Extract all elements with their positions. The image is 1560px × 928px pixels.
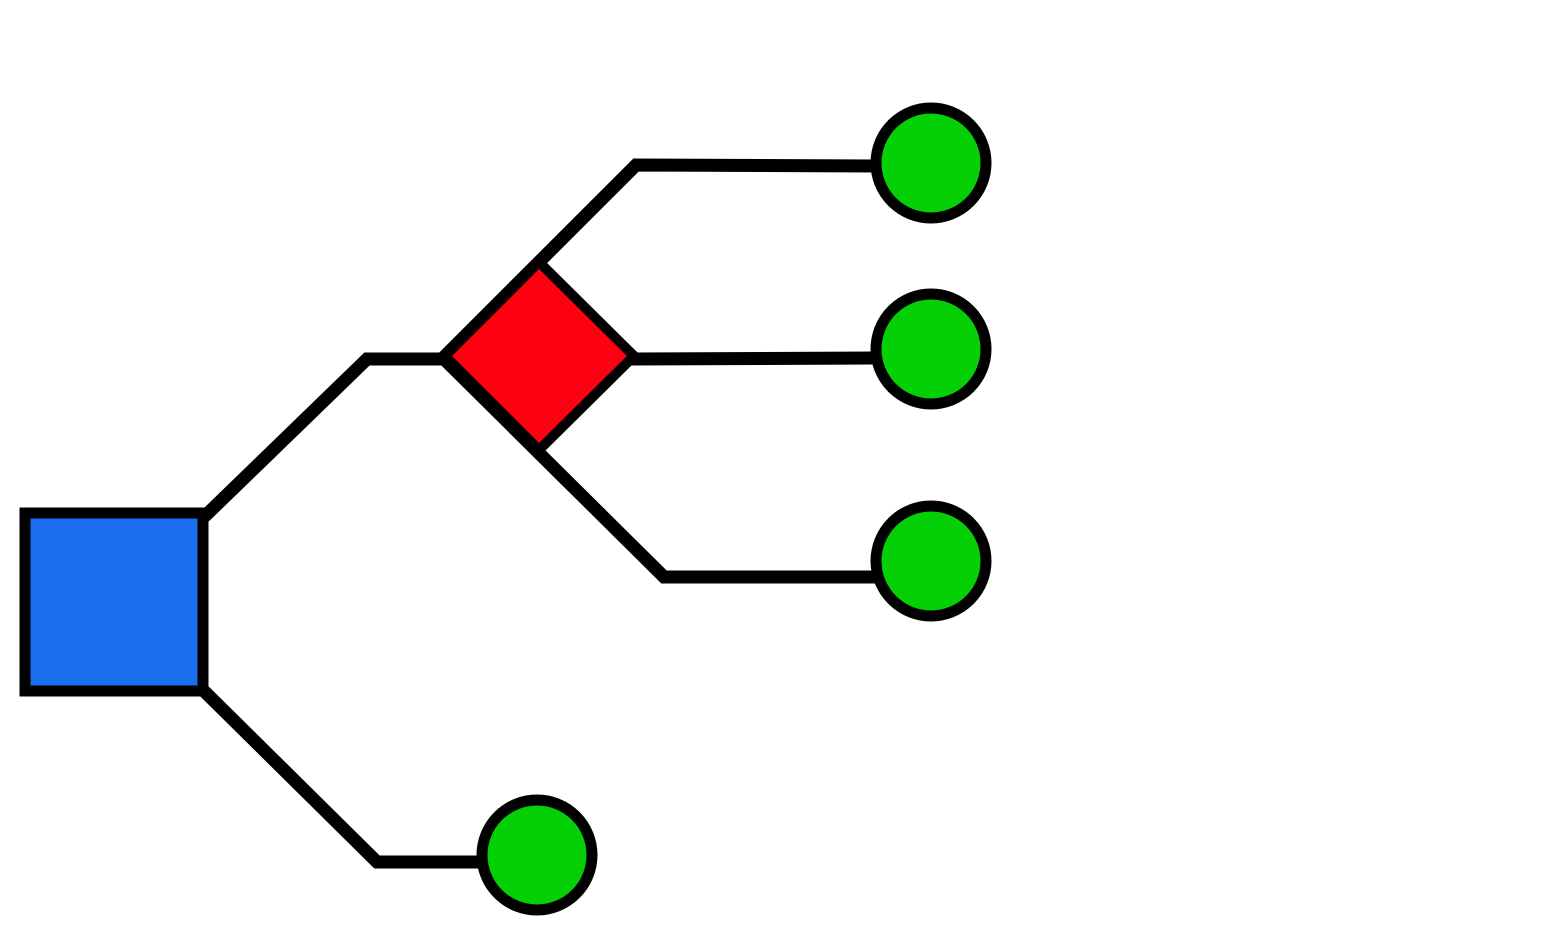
chance-node-diamond <box>437 254 642 458</box>
branch-chance-to-end-2 <box>629 351 877 366</box>
end-node-circle <box>870 288 992 410</box>
end-node-circle <box>870 500 992 622</box>
end-node-circle <box>476 794 598 916</box>
branch-decision-to-chance <box>198 352 446 523</box>
end-node-circle <box>870 102 992 224</box>
branch-decision-to-end-4 <box>198 685 482 869</box>
decision-node-square <box>19 507 209 697</box>
